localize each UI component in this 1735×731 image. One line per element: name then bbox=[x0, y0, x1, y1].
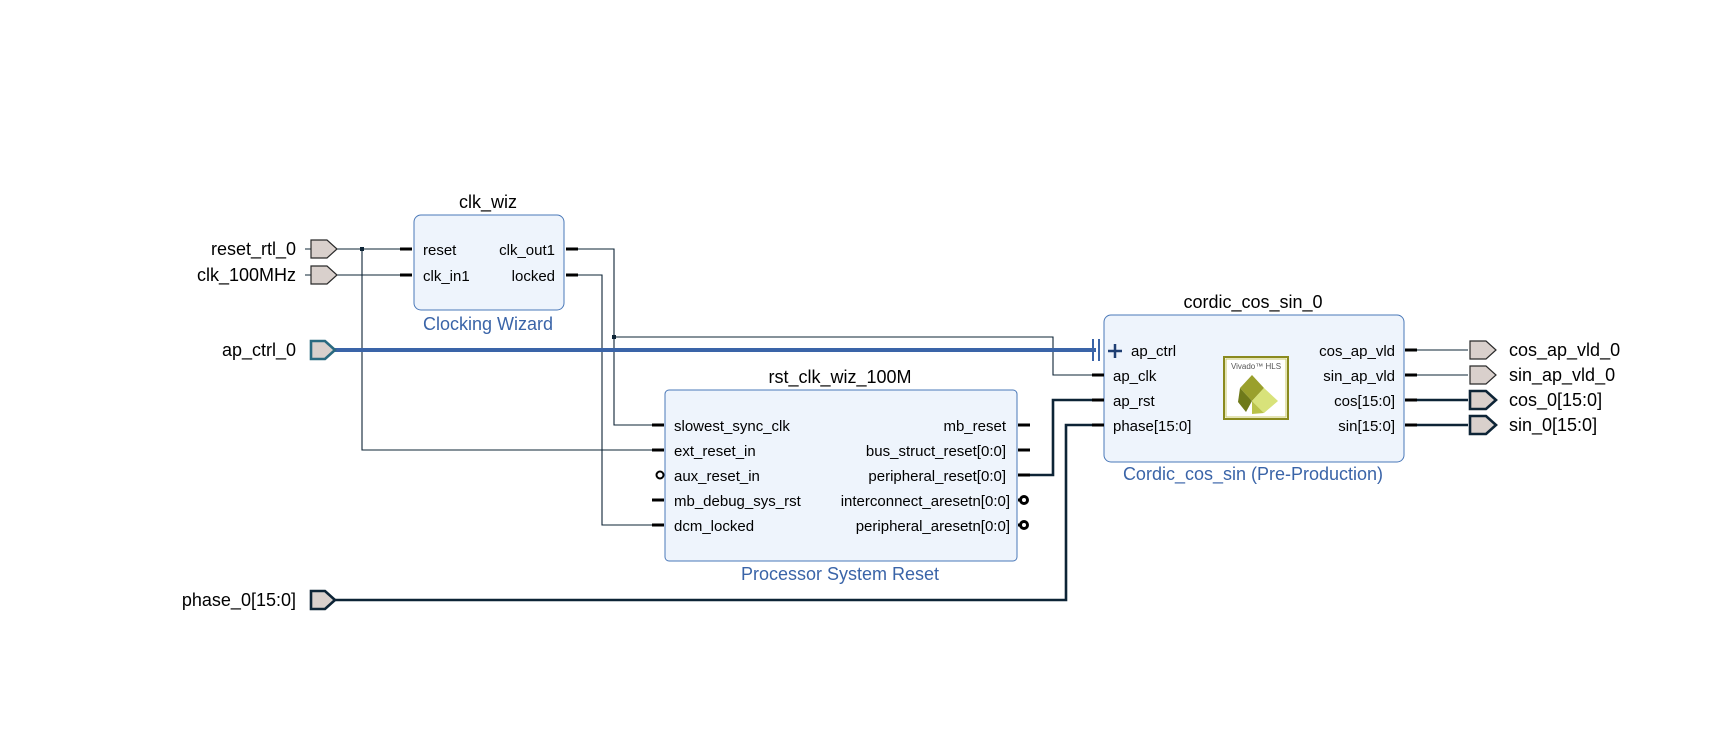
port-label-peripheral-reset: peripheral_reset[0:0] bbox=[868, 468, 1006, 485]
port-label-mb-debug-sys-rst: mb_debug_sys_rst bbox=[674, 493, 802, 510]
external-port-cos-ap-vld-0[interactable]: cos_ap_vld_0 bbox=[1469, 340, 1620, 361]
net-locked[interactable] bbox=[576, 274, 654, 526]
block-clk-wiz[interactable]: clk_wiz reset clk_in1 clk_out1 locked Cl… bbox=[400, 192, 578, 334]
port-label-sin-ap-vld: sin_ap_vld bbox=[1323, 368, 1395, 385]
net-junction bbox=[612, 335, 616, 339]
external-port-label: sin_ap_vld_0 bbox=[1509, 365, 1615, 386]
external-port-clk-100mhz[interactable]: clk_100MHz bbox=[197, 265, 338, 286]
inverted-pin-icon bbox=[655, 470, 665, 480]
external-port-phase-0[interactable]: phase_0[15:0] bbox=[182, 589, 337, 611]
port-label-bus-struct-reset: bus_struct_reset[0:0] bbox=[866, 443, 1006, 460]
port-label-sin: sin[15:0] bbox=[1338, 418, 1395, 435]
output-port-icon bbox=[1469, 365, 1497, 385]
external-port-label: ap_ctrl_0 bbox=[222, 340, 296, 361]
port-label-locked: locked bbox=[512, 268, 555, 285]
port-label-reset: reset bbox=[423, 242, 457, 259]
block-ip-name: Processor System Reset bbox=[741, 564, 939, 584]
block-instance-name: rst_clk_wiz_100M bbox=[768, 367, 911, 388]
logo-text: Vivado™ HLS bbox=[1231, 362, 1281, 371]
vivado-hls-logo-icon: Vivado™ HLS bbox=[1223, 356, 1289, 420]
interface-connector-icon bbox=[1092, 339, 1100, 361]
external-port-label: cos_ap_vld_0 bbox=[1509, 340, 1620, 361]
block-body[interactable] bbox=[664, 389, 1018, 562]
output-port-icon bbox=[1469, 340, 1497, 360]
external-port-cos-0[interactable]: cos_0[15:0] bbox=[1468, 389, 1602, 411]
external-port-label: clk_100MHz bbox=[197, 265, 296, 286]
inverted-pin-icon bbox=[1019, 495, 1029, 505]
port-label-slowest-sync-clk: slowest_sync_clk bbox=[674, 418, 790, 435]
net-junction bbox=[360, 247, 364, 251]
port-label-ext-reset-in: ext_reset_in bbox=[674, 443, 756, 460]
net-phase[interactable] bbox=[333, 423, 1094, 602]
external-port-sin-ap-vld-0[interactable]: sin_ap_vld_0 bbox=[1469, 365, 1615, 386]
block-body[interactable] bbox=[413, 214, 565, 311]
port-label-cos-ap-vld: cos_ap_vld bbox=[1319, 343, 1395, 360]
port-label-mb-reset: mb_reset bbox=[943, 418, 1006, 435]
port-label-aux-reset-in: aux_reset_in bbox=[674, 468, 760, 485]
net-peripheral-reset[interactable] bbox=[1028, 398, 1094, 477]
port-label-cos: cos[15:0] bbox=[1334, 393, 1395, 410]
block-ip-name: Clocking Wizard bbox=[423, 314, 553, 334]
input-port-icon bbox=[310, 239, 338, 259]
block-instance-name: clk_wiz bbox=[459, 192, 517, 213]
port-label-ap-ctrl: ap_ctrl bbox=[1131, 343, 1176, 360]
port-label-interconnect-aresetn: interconnect_aresetn[0:0] bbox=[841, 493, 1010, 510]
block-cordic-cos-sin-0[interactable]: cordic_cos_sin_0 ap_ctrl ap_clk ap_rst p… bbox=[1092, 292, 1417, 485]
port-label-phase: phase[15:0] bbox=[1113, 418, 1191, 435]
external-port-label: sin_0[15:0] bbox=[1509, 415, 1597, 436]
expand-interface-icon[interactable] bbox=[1108, 344, 1122, 358]
port-label-ap-rst: ap_rst bbox=[1113, 393, 1156, 410]
output-bus-port-icon bbox=[1468, 389, 1498, 411]
external-port-label: phase_0[15:0] bbox=[182, 590, 296, 611]
inverted-pin-icon bbox=[1019, 520, 1029, 530]
port-label-ap-clk: ap_clk bbox=[1113, 368, 1157, 385]
input-interface-port-icon bbox=[309, 339, 337, 361]
port-label-peripheral-aresetn: peripheral_aresetn[0:0] bbox=[856, 518, 1010, 535]
port-label-dcm-locked: dcm_locked bbox=[674, 518, 754, 535]
port-label-clk-in1: clk_in1 bbox=[423, 268, 470, 285]
block-rst-clk-wiz-100m[interactable]: rst_clk_wiz_100M slowest_sync_clk ext_re… bbox=[652, 367, 1030, 584]
block-instance-name: cordic_cos_sin_0 bbox=[1183, 292, 1322, 313]
input-port-icon bbox=[310, 265, 338, 285]
external-port-label: cos_0[15:0] bbox=[1509, 390, 1602, 411]
external-port-ap-ctrl-0[interactable]: ap_ctrl_0 bbox=[222, 339, 337, 361]
block-ip-name: Cordic_cos_sin (Pre-Production) bbox=[1123, 464, 1383, 485]
input-bus-port-icon bbox=[309, 589, 337, 611]
external-port-sin-0[interactable]: sin_0[15:0] bbox=[1468, 414, 1597, 436]
port-label-clk-out1: clk_out1 bbox=[499, 242, 555, 259]
external-port-label: reset_rtl_0 bbox=[211, 239, 296, 260]
external-port-reset-rtl-0[interactable]: reset_rtl_0 bbox=[211, 239, 338, 260]
output-bus-port-icon bbox=[1468, 414, 1498, 436]
